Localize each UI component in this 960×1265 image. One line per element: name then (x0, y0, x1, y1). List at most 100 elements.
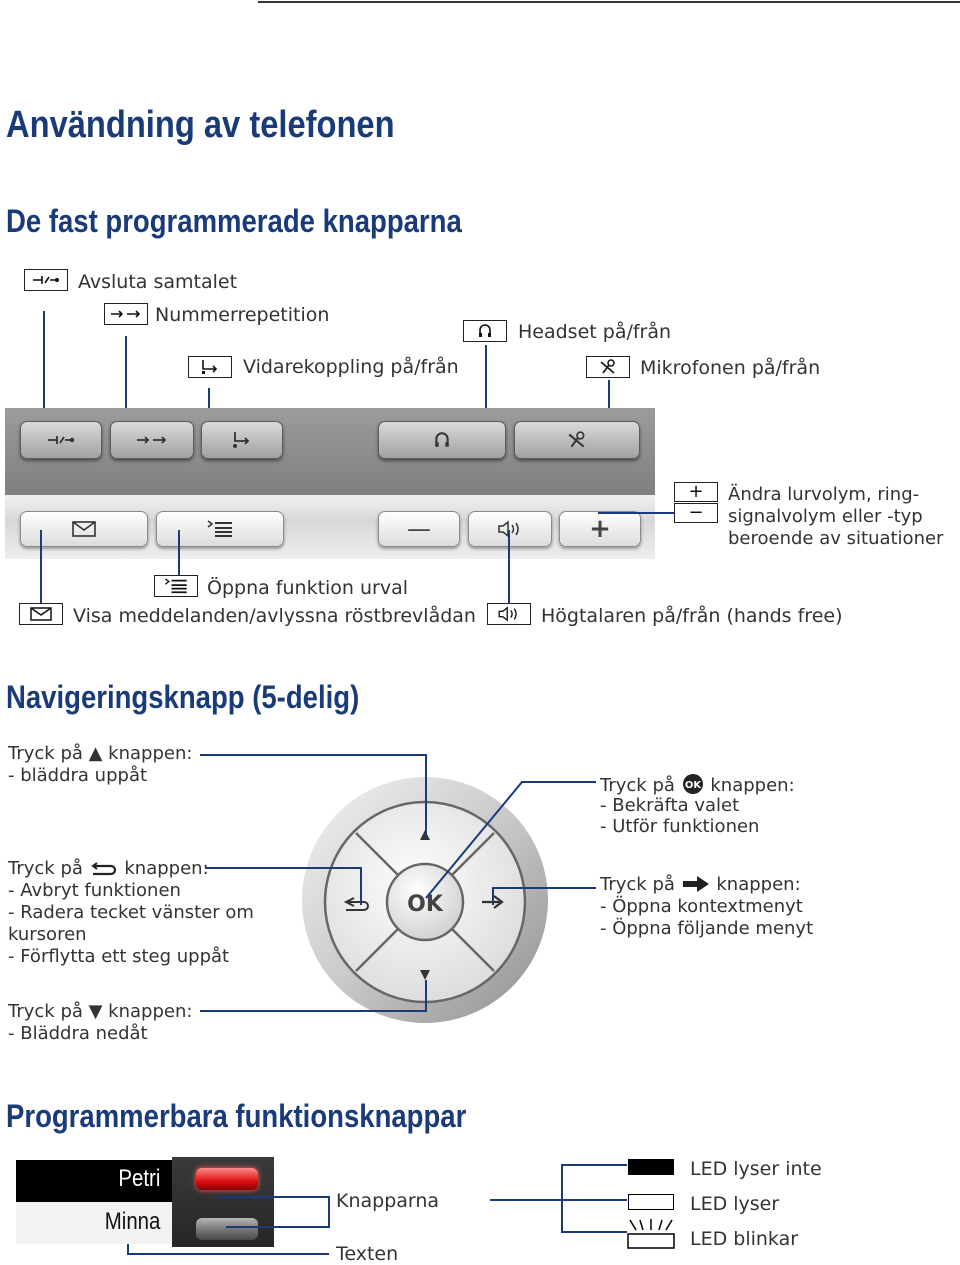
nav-right-title-pre: Tryck på (600, 874, 675, 895)
plus-icon: + (674, 482, 718, 502)
nav-ok-line1: - Bekräfta valet (600, 795, 739, 817)
led-off-label: LED lyser inte (690, 1158, 822, 1180)
nav-back-line2: - Radera tecket vänster om (8, 902, 254, 924)
nav-right-line1: - Öppna kontextmenyt (600, 896, 803, 918)
section-heading-programmable: Programmerbara funktionsknappar (6, 1098, 466, 1135)
callout-keys-v (328, 1196, 330, 1228)
forwarding-icon (188, 356, 232, 378)
led-legend-bracket (561, 1164, 563, 1231)
menu-icon (154, 575, 198, 597)
callout-right-h (492, 887, 596, 889)
volume-down-key[interactable]: — (378, 511, 460, 547)
callout-right-v (492, 887, 494, 905)
led-bracket-connector (490, 1199, 561, 1201)
led-on-label: LED lyser (690, 1193, 779, 1215)
callout-line-speaker (508, 530, 510, 603)
minus-icon: — (407, 515, 431, 543)
microphone-mute-icon (567, 431, 587, 449)
menu-icon (206, 520, 234, 538)
led-on-icon (628, 1194, 674, 1210)
menu-label: Öppna funktion urval (207, 577, 408, 599)
nav-up-title: Tryck på ▲ knappen: (8, 743, 192, 765)
volume-label-line2: signalvolym eller -typ (728, 506, 923, 527)
label-strip-key1: Petri (16, 1160, 172, 1202)
led-blink-label: LED blinkar (690, 1228, 798, 1250)
forwarding-label: Vidarekoppling på/från (243, 356, 459, 378)
callout-down-h (200, 1010, 427, 1012)
volume-label-line3: beroende av situationer (728, 528, 943, 549)
svg-text:OK: OK (685, 780, 703, 791)
envelope-icon (72, 521, 96, 537)
callout-up-h (200, 754, 427, 756)
forwarding-key[interactable] (201, 421, 283, 459)
mute-label: Mikrofonen på/från (640, 357, 820, 379)
nav-ok-title-pre: Tryck på (600, 775, 675, 796)
callout-text-h (127, 1253, 329, 1255)
end-call-label: Avsluta samtalet (78, 271, 237, 293)
led-off-icon (628, 1159, 674, 1175)
callout-back-v (360, 867, 362, 905)
nav-back-line4: - Förflytta ett steg uppåt (8, 946, 229, 968)
nav-back-title: Tryck på knappen: (8, 858, 209, 880)
callout-line-messages (40, 530, 42, 603)
mute-key[interactable] (514, 421, 640, 459)
top-rule (258, 1, 960, 3)
nav-right-title-post: knappen: (716, 874, 800, 895)
callout-ok-h (521, 781, 596, 783)
callout-ok-diagonal (420, 778, 530, 902)
end-call-icon (24, 269, 68, 291)
speaker-key[interactable] (468, 511, 552, 547)
forwarding-icon (230, 431, 254, 449)
redial-key[interactable] (110, 421, 194, 459)
plus-icon: + (589, 514, 611, 544)
nav-down-title: Tryck på ▼ knappen: (8, 1001, 192, 1023)
redial-label: Nummerrepetition (155, 304, 329, 326)
programmable-key-2[interactable] (196, 1218, 258, 1240)
end-call-icon (46, 434, 76, 446)
callout-keys-h1 (218, 1196, 330, 1198)
callout-back-h (205, 867, 362, 869)
nav-ok-title-post: knappen: (710, 775, 794, 796)
led-bracket-h3 (561, 1231, 627, 1233)
nav-back-line3: kursoren (8, 924, 87, 946)
microphone-mute-icon (586, 356, 630, 378)
keys-label: Knapparna (336, 1190, 439, 1212)
volume-up-key[interactable]: + (559, 511, 641, 547)
section-heading-nav-key: Navigeringsknapp (5-delig) (6, 679, 359, 716)
section-heading-fixed-keys: De fast programmerade knapparna (6, 203, 462, 240)
headset-icon (463, 320, 507, 342)
redial-icon (135, 434, 169, 446)
ok-icon: OK (681, 773, 705, 795)
end-call-key[interactable] (20, 421, 102, 459)
key1-text: Petri (118, 1165, 160, 1193)
led-bracket-h2 (561, 1199, 627, 1201)
callout-line-menu (178, 530, 180, 575)
headset-label: Headset på/från (518, 321, 671, 343)
envelope-icon (19, 603, 63, 625)
headset-key[interactable] (378, 421, 506, 459)
programmable-key-1-led-on[interactable] (196, 1168, 258, 1190)
page-title: Användning av telefonen (6, 104, 395, 147)
headset-icon (433, 431, 451, 449)
key2-text: Minna (104, 1208, 160, 1236)
nav-down-line1: - Bläddra nedåt (8, 1023, 148, 1045)
callout-keys-h2 (226, 1226, 330, 1228)
menu-key[interactable] (156, 511, 284, 547)
nav-ok-title: Tryck på OK knappen: (600, 773, 795, 797)
led-bracket-h1 (561, 1164, 627, 1166)
volume-label-line1: Ändra lurvolym, ring- (728, 484, 919, 505)
nav-back-title-pre: Tryck på (8, 858, 83, 879)
nav-back-line1: - Avbryt funktionen (8, 880, 181, 902)
nav-right-line2: - Öppna följande menyt (600, 918, 813, 940)
right-arrow-icon (681, 875, 711, 893)
redial-icon (104, 303, 148, 325)
messages-label: Visa meddelanden/avlyssna röstbrevlådan (73, 605, 476, 627)
label-strip-key2: Minna (16, 1202, 172, 1244)
back-arrow-icon (89, 860, 119, 876)
speaker-label: Högtalaren på/från (hands free) (541, 605, 843, 627)
speaker-icon (497, 520, 523, 538)
led-blink-icon (626, 1218, 676, 1250)
nav-ok-line2: - Utför funktionen (600, 816, 759, 838)
nav-up-line1: - bläddra uppåt (8, 765, 147, 787)
text-label: Texten (336, 1243, 398, 1265)
